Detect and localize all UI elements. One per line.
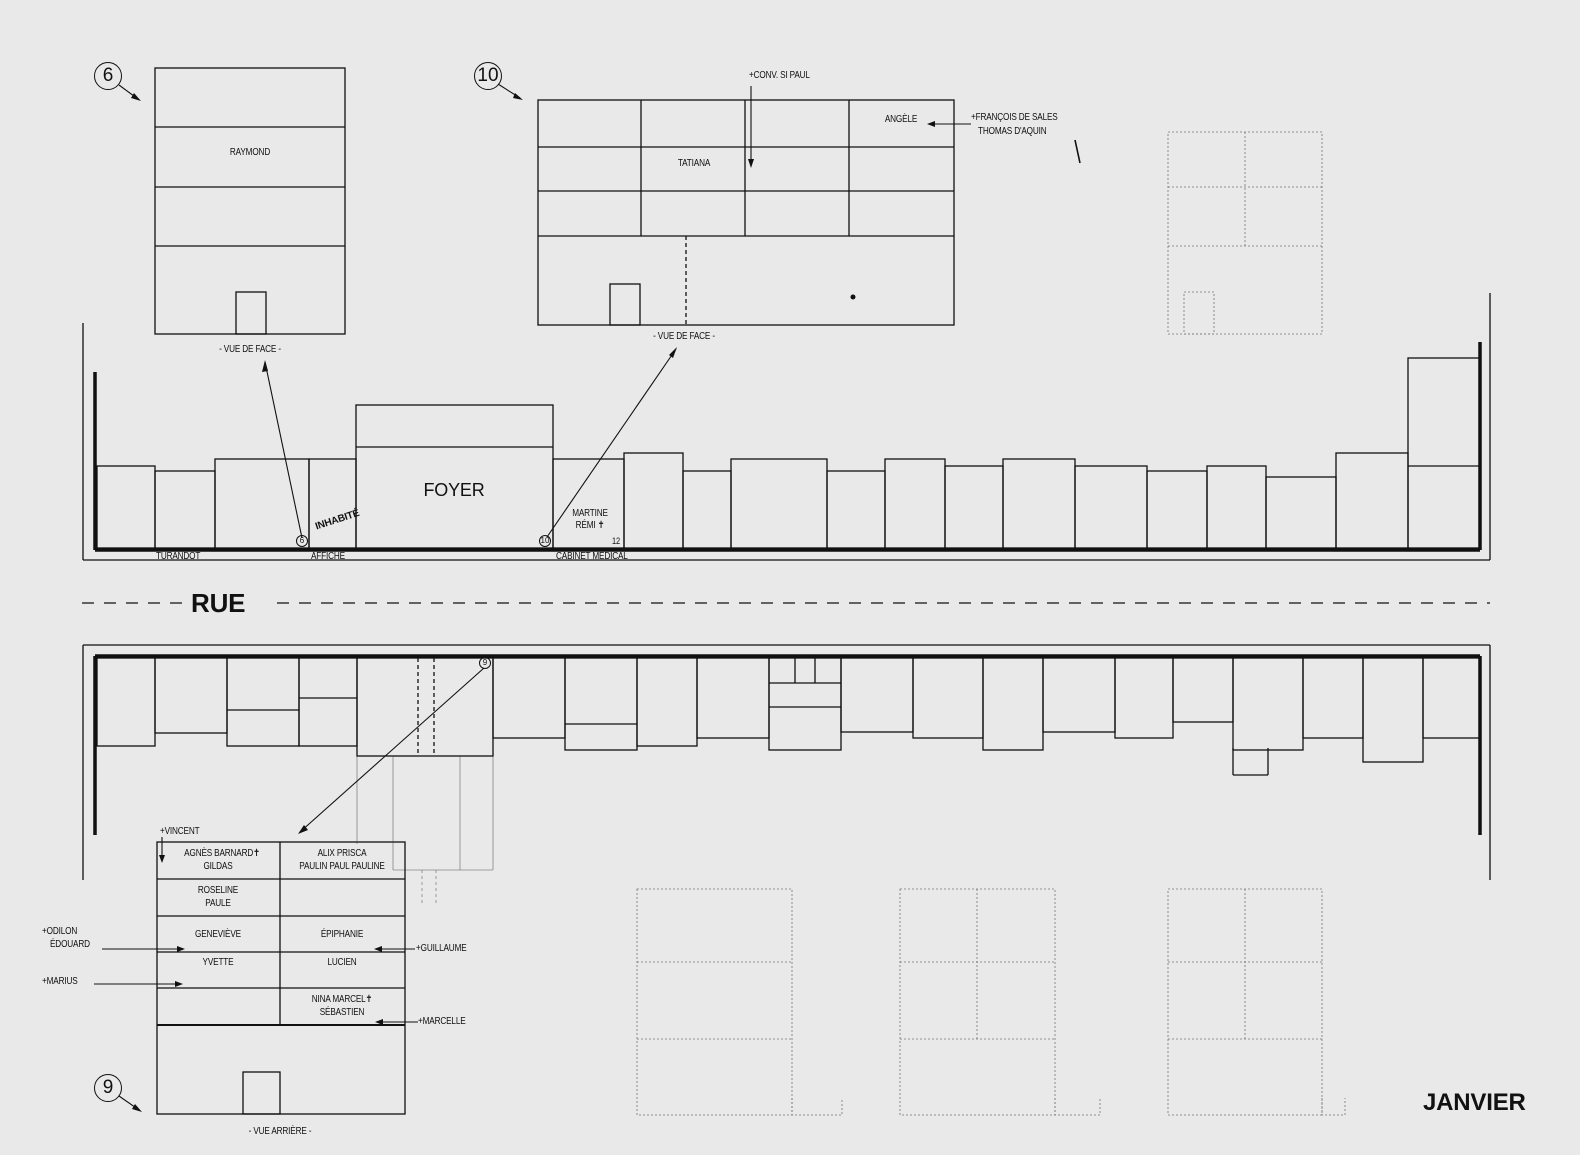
nina-marcel-label: NINA MARCEL✝ bbox=[311, 994, 373, 1005]
epiphanie-label: ÉPIPHANIE bbox=[320, 929, 364, 940]
marius-label: +MARIUS bbox=[42, 976, 78, 987]
front-view-10-caption: - VUE DE FACE - bbox=[653, 331, 715, 342]
gildas-label: GILDAS bbox=[203, 861, 233, 872]
lucien-label: LUCIEN bbox=[327, 957, 357, 968]
turandot-label: TURANDOT bbox=[156, 551, 201, 562]
alix-prisca-label: ALIX PRISCA bbox=[317, 848, 367, 859]
marker-6: 6 bbox=[94, 62, 122, 90]
edouard-label: ÉDOUARD bbox=[50, 939, 90, 950]
francois-label: +FRANÇOIS DE SALES bbox=[971, 112, 1058, 123]
foyer-label: FOYER bbox=[423, 480, 485, 500]
genevieve-label: GENEVIÈVE bbox=[195, 929, 241, 940]
guillaume-label: +GUILLAUME bbox=[416, 943, 467, 954]
conv-label: +CONV. SI PAUL bbox=[749, 70, 810, 81]
building-9-plan bbox=[356, 657, 494, 757]
marcelle-label: +MARCELLE bbox=[418, 1016, 466, 1027]
agnes-barnard-label: AGNÈS BARNARD✝ bbox=[184, 848, 260, 859]
raymond-label: RAYMOND bbox=[229, 147, 271, 158]
building-9-rear bbox=[156, 841, 406, 1115]
tatiana-label: TATIANA bbox=[677, 158, 711, 169]
small-marker-6: 6 bbox=[296, 535, 308, 547]
paule-label: PAULE bbox=[205, 898, 231, 909]
small-marker-9: 9 bbox=[479, 657, 491, 669]
door-6 bbox=[235, 291, 267, 335]
thomas-label: THOMAS D'AQUIN bbox=[978, 126, 1047, 137]
foyer-building bbox=[355, 404, 554, 549]
affiche-label: AFFICHE bbox=[311, 551, 345, 562]
door-10 bbox=[609, 283, 641, 326]
martine-label: MARTINE bbox=[572, 508, 608, 519]
remi-label: RÉMI ✝ bbox=[575, 520, 605, 531]
front-view-6-caption: - VUE DE FACE - bbox=[219, 344, 281, 355]
cabinet-label: CABINET MÉDICAL bbox=[556, 551, 628, 562]
angele-label: ANGÈLE bbox=[884, 114, 918, 125]
door-9 bbox=[242, 1071, 281, 1115]
yvette-label: YVETTE bbox=[202, 957, 234, 968]
month-label: JANVIER bbox=[1423, 1089, 1526, 1116]
number-12: 12 bbox=[612, 536, 620, 546]
sebastien-label: SÉBASTIEN bbox=[319, 1007, 365, 1018]
marker-9: 9 bbox=[94, 1074, 122, 1102]
rue-label: RUE bbox=[191, 588, 246, 618]
vincent-label: +VINCENT bbox=[160, 826, 200, 837]
building-6-front bbox=[154, 67, 346, 335]
odilon-label: +ODILON bbox=[42, 926, 78, 937]
paulin-paul-pauline-label: PAULIN PAUL PAULINE bbox=[299, 861, 385, 872]
marker-10: 10 bbox=[474, 62, 502, 90]
small-marker-10: 10 bbox=[539, 535, 551, 547]
rear-view-9-caption: - VUE ARRIÈRE - bbox=[248, 1126, 312, 1137]
roseline-label: ROSELINE bbox=[197, 885, 239, 896]
building-10-front bbox=[537, 99, 955, 326]
